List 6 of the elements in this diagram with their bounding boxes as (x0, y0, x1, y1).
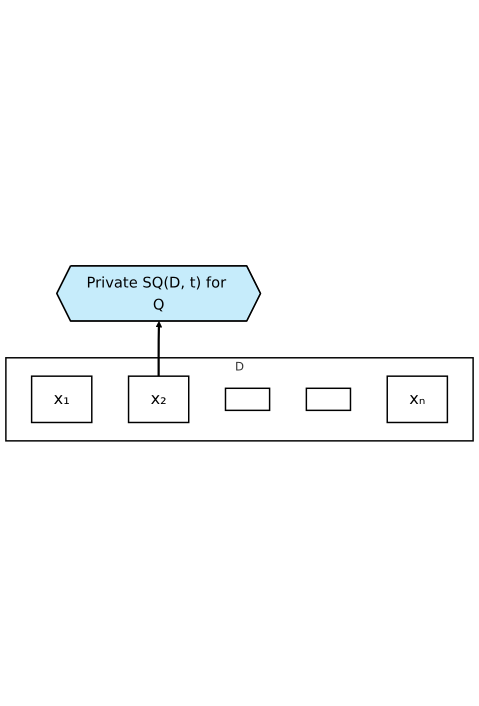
node-box (224, 387, 270, 411)
node-box: xₙ (386, 375, 448, 423)
node-box: x₂ (128, 375, 190, 423)
node-box (306, 387, 352, 411)
node-box: x₁ (30, 375, 93, 423)
arrow (156, 320, 162, 376)
